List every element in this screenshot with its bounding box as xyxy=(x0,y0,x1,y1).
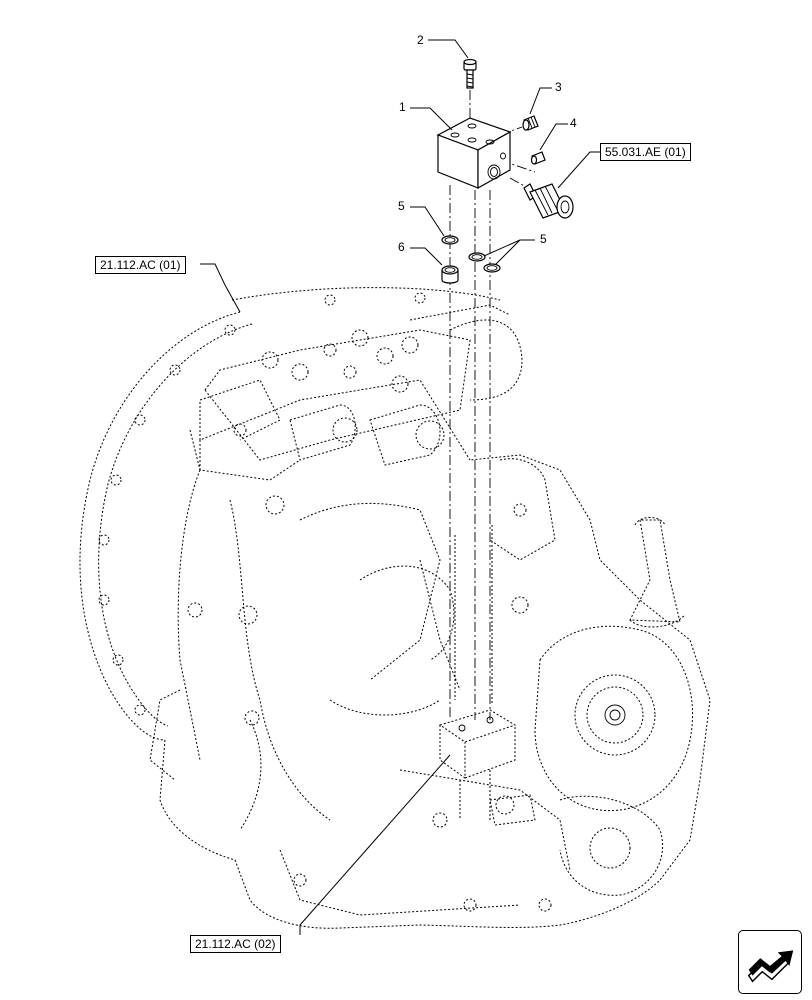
sensor-part xyxy=(523,183,574,219)
next-page-arrow-icon[interactable] xyxy=(738,930,802,994)
ref-link-21-112-ac-01[interactable]: 21.112.AC (01) xyxy=(95,256,186,274)
ref-link-21-112-ac-02[interactable]: 21.112.AC (02) xyxy=(190,935,281,953)
part-3-fitting xyxy=(522,115,539,131)
callout-4: 4 xyxy=(570,116,577,130)
ref-link-55-031-ae-01[interactable]: 55.031.AE (01) xyxy=(600,143,691,161)
leader-lines xyxy=(200,39,600,935)
callout-6: 6 xyxy=(398,240,405,254)
callout-5-left: 5 xyxy=(398,199,405,213)
callout-2: 2 xyxy=(417,33,424,47)
part-1-valve-block xyxy=(436,117,512,190)
part-2-bolt xyxy=(463,58,477,89)
part-6-seal xyxy=(441,265,459,284)
transmission-housing xyxy=(79,287,711,929)
part-5-o-rings xyxy=(441,235,501,273)
part-4-plug xyxy=(530,151,546,165)
callout-1: 1 xyxy=(399,100,406,114)
callout-3: 3 xyxy=(555,80,562,94)
callout-5-right: 5 xyxy=(540,232,547,246)
